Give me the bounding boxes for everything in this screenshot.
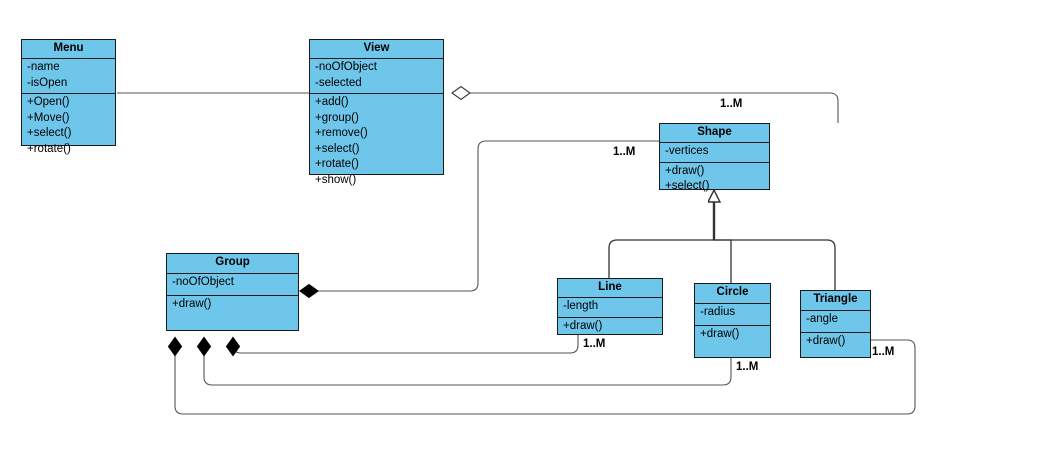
operation-row: +select(): [665, 180, 710, 192]
operation-row: +rotate(): [27, 142, 71, 155]
class-operations-group: +draw(): [167, 296, 298, 330]
class-name-menu: Menu: [22, 40, 115, 59]
class-name-circle: Circle: [695, 284, 770, 304]
class-box-menu[interactable]: Menu -name -isOpen +Open() +Move() +select() +…: [21, 39, 116, 155]
attribute-row: -vertices: [665, 145, 709, 157]
attribute-row: -isOpen: [27, 76, 68, 89]
operation-row: +draw(): [172, 298, 212, 310]
operation-row: +remove(): [315, 127, 368, 139]
operation-row: +add(): [315, 96, 349, 108]
operation-row: +show(): [315, 173, 357, 186]
operation-row: +Open(): [27, 96, 70, 108]
class-attributes-shape: -vertices: [660, 143, 769, 163]
attribute-row: -length: [563, 300, 599, 312]
attribute-row: -noOfObject: [172, 276, 234, 288]
multiplicity-label-mult-group-shape: 1..M: [613, 146, 636, 158]
composition-diamond-group-line: [225, 336, 241, 357]
class-operations-view: +add() +group() +remove() +select() +rotate(…: [310, 94, 443, 190]
class-attributes-triangle: -angle: [801, 311, 870, 333]
composition-diamond-group-shape: [299, 283, 319, 299]
class-operations-circle: +draw(): [695, 326, 770, 357]
class-operations-menu: +Open() +Move() +select() +rotate(): [22, 94, 115, 159]
class-name-group: Group: [167, 254, 298, 274]
class-box-circle[interactable]: Circle -radius +draw(): [694, 283, 771, 358]
attribute-row: -selected: [315, 76, 362, 89]
connector-group-line[interactable]: [232, 335, 579, 354]
connector-triangle-shape[interactable]: [714, 239, 836, 290]
edge-decorations: [167, 85, 471, 357]
class-attributes-circle: -radius: [695, 304, 770, 326]
operation-row: +select(): [315, 142, 360, 155]
class-box-shape[interactable]: Shape -vertices +draw() +select(): [659, 123, 770, 192]
operation-row: +draw(): [806, 335, 846, 347]
class-box-line[interactable]: Line -length +draw(): [557, 278, 663, 335]
class-attributes-menu: -name -isOpen: [22, 59, 115, 94]
connector-circle-shape[interactable]: [714, 239, 732, 283]
multiplicity-label-mult-view-shape: 1..M: [720, 98, 743, 110]
aggregation-diamond-view-shape: [451, 85, 471, 101]
attribute-row: -radius: [700, 306, 736, 318]
multiplicity-label-mult-group-line: 1..M: [583, 338, 606, 350]
class-operations-shape: +draw() +select(): [660, 163, 769, 197]
class-box-group[interactable]: Group -noOfObject +draw(): [166, 253, 299, 331]
operation-row: +Move(): [27, 111, 70, 124]
composition-diamond-group-triangle: [167, 336, 183, 357]
attribute-row: -angle: [806, 313, 838, 325]
operation-row: +draw(): [665, 164, 705, 177]
class-attributes-group: -noOfObject: [167, 274, 298, 296]
class-name-shape: Shape: [660, 124, 769, 143]
class-name-line: Line: [558, 279, 662, 298]
connector-group-shape[interactable]: [309, 140, 659, 292]
multiplicity-label-mult-group-triangle: 1..M: [872, 346, 895, 358]
class-box-view[interactable]: View -noOfObject -selected +add() +group() +r…: [309, 39, 444, 186]
attribute-row: -noOfObject: [315, 61, 377, 73]
operation-row: +select(): [27, 127, 72, 139]
composition-diamond-group-circle: [196, 336, 212, 357]
operation-row: +draw(): [700, 328, 740, 340]
operation-row: +group(): [315, 111, 359, 124]
connector-group-triangle[interactable]: [174, 339, 916, 415]
connector-view-shape[interactable]: [461, 92, 839, 123]
multiplicity-label-mult-group-circle: 1..M: [736, 361, 759, 373]
operation-row: +rotate(): [315, 158, 359, 170]
class-operations-line: +draw(): [558, 318, 662, 337]
connector-group-circle[interactable]: [203, 340, 732, 386]
class-attributes-view: -noOfObject -selected: [310, 59, 443, 94]
operation-row: +draw(): [563, 319, 603, 332]
attribute-row: -name: [27, 61, 60, 73]
class-name-triangle: Triangle: [801, 291, 870, 311]
class-name-view: View: [310, 40, 443, 59]
class-attributes-line: -length: [558, 298, 662, 318]
connector-line-shape[interactable]: [608, 239, 714, 278]
class-operations-triangle: +draw(): [801, 333, 870, 357]
class-box-triangle[interactable]: Triangle -angle +draw(): [800, 290, 871, 358]
